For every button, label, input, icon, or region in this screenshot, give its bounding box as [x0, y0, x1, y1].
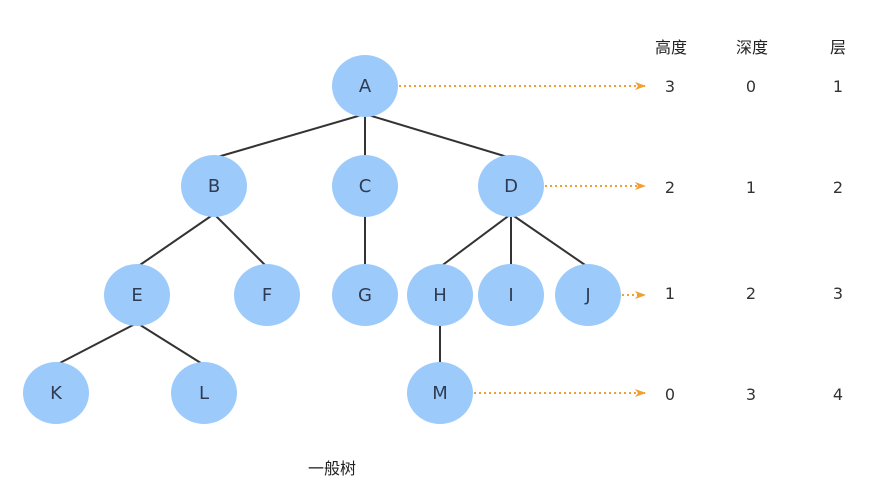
- node-label: B: [208, 176, 220, 197]
- tree-node-f: F: [234, 264, 300, 326]
- edge-B-F: [213, 213, 268, 268]
- header-level: 层: [830, 38, 846, 57]
- node-circle: [407, 264, 473, 326]
- metrics-table: 高度 深度 层 3 0 1 2 1 2 1 2 3 0 3 4: [655, 38, 846, 404]
- tree-node-i: I: [478, 264, 544, 326]
- row-2-level: 2: [833, 178, 843, 197]
- tree-node-d: D: [478, 155, 544, 217]
- edge-A-D: [364, 113, 512, 159]
- node-label: M: [432, 383, 448, 404]
- node-circle: [332, 155, 398, 217]
- node-label: C: [359, 176, 372, 197]
- tree-node-b: B: [181, 155, 247, 217]
- node-circle: [332, 55, 398, 117]
- edge-E-L: [136, 322, 205, 366]
- edge-D-H: [439, 213, 512, 268]
- node-circle: [171, 362, 237, 424]
- tree-node-c: C: [332, 155, 398, 217]
- row-3-level: 3: [833, 284, 843, 303]
- node-label: F: [262, 285, 272, 306]
- row-4-depth: 3: [746, 385, 756, 404]
- node-label: E: [131, 285, 142, 306]
- tree-node-h: H: [407, 264, 473, 326]
- tree-node-l: L: [171, 362, 237, 424]
- node-label: H: [433, 285, 447, 306]
- row-1-height: 3: [665, 77, 675, 96]
- tree-node-g: G: [332, 264, 398, 326]
- edge-D-J: [510, 213, 589, 268]
- row-2-depth: 1: [746, 178, 756, 197]
- header-height: 高度: [655, 38, 687, 57]
- diagram-caption: 一般树: [308, 459, 356, 478]
- node-label: J: [584, 285, 590, 306]
- node-label: G: [358, 285, 372, 306]
- node-circle: [407, 362, 473, 424]
- row-2-height: 2: [665, 178, 675, 197]
- node-label: L: [199, 383, 209, 404]
- node-circle: [332, 264, 398, 326]
- node-circle: [478, 155, 544, 217]
- edges: [55, 113, 589, 366]
- edge-B-E: [136, 213, 215, 268]
- tree-node-a: A: [332, 55, 398, 117]
- node-circle: [181, 155, 247, 217]
- row-4-level: 4: [833, 385, 843, 404]
- row-1-depth: 0: [746, 77, 756, 96]
- node-circle: [23, 362, 89, 424]
- node-circle: [478, 264, 544, 326]
- node-label: A: [359, 76, 372, 97]
- row-4-height: 0: [665, 385, 675, 404]
- level-arrows: [399, 82, 646, 397]
- row-3-depth: 2: [746, 284, 756, 303]
- edge-A-B: [213, 113, 366, 159]
- node-label: I: [508, 285, 513, 306]
- tree-node-e: E: [104, 264, 170, 326]
- row-1-level: 1: [833, 77, 843, 96]
- node-label: K: [50, 383, 63, 404]
- node-circle: [104, 264, 170, 326]
- node-label: D: [504, 176, 518, 197]
- tree-node-m: M: [407, 362, 473, 424]
- edge-E-K: [55, 322, 138, 366]
- nodes: A B C D E F G H I J K L M: [23, 55, 621, 424]
- header-depth: 深度: [736, 38, 768, 57]
- node-circle: [234, 264, 300, 326]
- tree-node-k: K: [23, 362, 89, 424]
- node-circle: [555, 264, 621, 326]
- tree-node-j: J: [555, 264, 621, 326]
- row-3-height: 1: [665, 284, 675, 303]
